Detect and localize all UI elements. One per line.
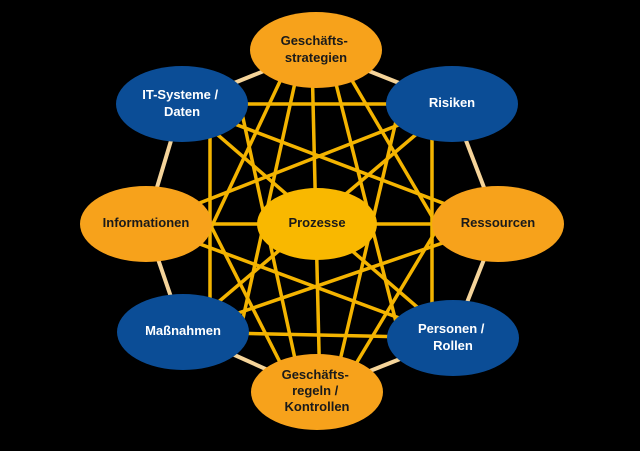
node-shape: [257, 188, 377, 260]
node-personen-rollen: Personen / Rollen: [387, 300, 519, 376]
node-label-line: Daten: [164, 104, 200, 119]
node-label-line: regeln /: [292, 383, 339, 398]
node-ressourcen: Ressourcen: [432, 186, 564, 262]
node-shape: [251, 354, 383, 430]
node-label-line: IT-Systeme /: [142, 87, 218, 102]
node-shape: [387, 300, 519, 376]
node-label: Risiken: [429, 95, 475, 110]
node-risiken: Risiken: [386, 66, 518, 142]
node-label-line: Maßnahmen: [145, 323, 221, 338]
connector: [238, 59, 302, 333]
node-label: Geschäfts- regeln / Kontrollen: [282, 367, 353, 414]
node-label-line: strategien: [285, 50, 347, 65]
connector: [328, 59, 402, 339]
node-geschaeftsstrategien: Geschäfts- strategien: [250, 12, 382, 88]
node-shape: [116, 66, 248, 142]
node-label-line: Ressourcen: [461, 215, 535, 230]
node-label: Informationen: [103, 215, 190, 230]
node-prozesse: Prozesse: [257, 188, 377, 260]
node-label-line: Rollen: [433, 338, 473, 353]
node-label: Personen / Rollen: [418, 321, 488, 353]
node-it-systeme: IT-Systeme / Daten: [116, 66, 248, 142]
node-label-line: Geschäfts-: [282, 367, 349, 382]
node-massnahmen: Maßnahmen: [117, 294, 249, 370]
node-label: Prozesse: [288, 215, 345, 230]
node-shape: [250, 12, 382, 88]
node-label-line: Risiken: [429, 95, 475, 110]
node-label: IT-Systeme / Daten: [142, 87, 222, 119]
connector: [208, 223, 292, 383]
node-geschaeftsregeln: Geschäfts- regeln / Kontrollen: [251, 354, 383, 430]
node-label: Ressourcen: [461, 215, 535, 230]
node-label-line: Informationen: [103, 215, 190, 230]
node-shape: [117, 294, 249, 370]
node-label-line: Personen /: [418, 321, 485, 336]
node-label: Maßnahmen: [145, 323, 221, 338]
node-label-line: Kontrollen: [285, 399, 350, 414]
node-shape: [386, 66, 518, 142]
node-shape: [432, 186, 564, 262]
node-shape: [80, 186, 212, 262]
node-informationen: Informationen: [80, 186, 212, 262]
node-label: Geschäfts- strategien: [281, 33, 352, 65]
node-label-line: Prozesse: [288, 215, 345, 230]
node-label-line: Geschäfts-: [281, 33, 348, 48]
